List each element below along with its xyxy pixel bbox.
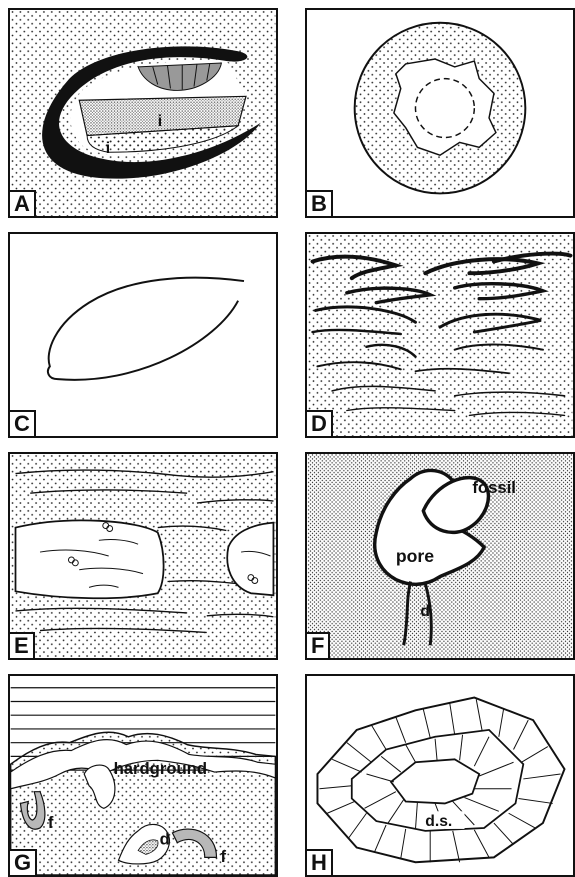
panel-a-drawing: i i [10,10,276,216]
hardground-label: hardground [114,759,207,778]
panel-d-label: D [307,410,333,436]
panel-b: B [305,8,575,218]
ds-label: d.s. [425,813,452,830]
panel-c-label: C [10,410,36,436]
panel-f: fossil pore d F [305,452,575,660]
panel-g-drawing: hardground f d f [10,676,276,875]
panel-c: C [8,232,278,438]
panel-e-label: E [10,632,35,658]
panel-b-label: B [307,190,333,216]
panel-b-drawing [307,10,573,216]
panel-a-inner-label-2: i [106,140,110,157]
panel-a-inner-label-1: i [158,113,162,130]
panel-c-drawing [10,234,276,436]
panel-h-drawing: d.s. [307,676,573,875]
panel-a-label: A [10,190,36,216]
panel-g-f-left-label: f [48,813,54,832]
panel-e-drawing [10,454,276,658]
pore-label: pore [396,546,434,566]
panel-g-d-label: d [160,830,170,849]
panel-g-label: G [10,849,37,875]
panel-e: E [8,452,278,660]
panel-f-d-label: d [420,603,430,620]
panel-f-label: F [307,632,330,658]
panel-f-drawing: fossil pore d [307,454,573,658]
panel-h: d.s. H [305,674,575,877]
fossil-label: fossil [472,478,516,497]
panel-h-label: H [307,849,333,875]
panel-d: D [305,232,575,438]
panel-d-drawing [307,234,573,436]
panel-g: hardground f d f G [8,674,278,877]
panel-a: i i A [8,8,278,218]
panel-g-f-right-label: f [220,847,226,866]
